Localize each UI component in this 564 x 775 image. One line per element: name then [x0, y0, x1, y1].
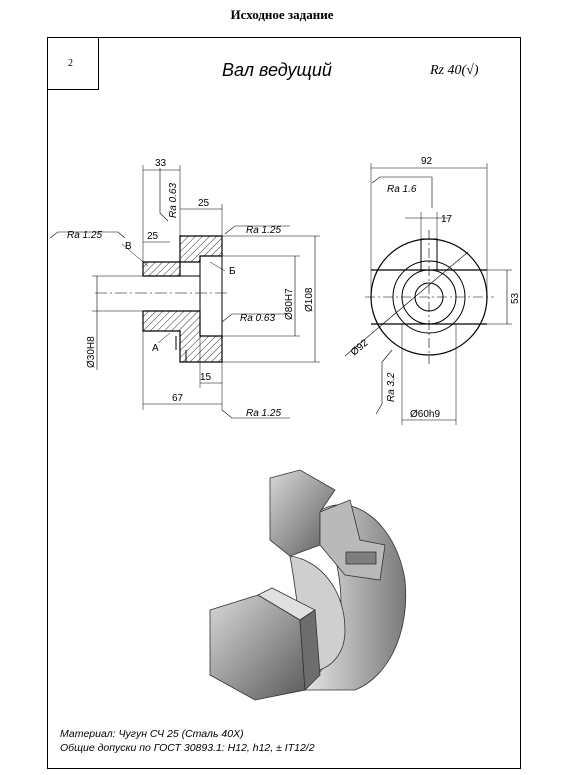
dim-d60: Ø60h9 [410, 409, 440, 420]
dim-d92-diag: Ø92 [349, 337, 371, 358]
dim-25-left: 25 [147, 231, 159, 242]
dim-53: 53 [510, 292, 521, 304]
roughness-ra32: Ra 3.2 [386, 372, 397, 402]
letter-v: В [125, 241, 132, 252]
tolerance-note: Общие допуски по ГОСТ 30893.1: H12, h12,… [60, 742, 315, 754]
page-heading: Исходное задание [230, 7, 334, 22]
dim-outer-d108: Ø108 [304, 287, 315, 312]
dim-15: 15 [200, 372, 212, 383]
roughness-ra125-bottom: Ra 1.25 [246, 408, 281, 419]
material-note: Материал: Чугун СЧ 25 (Сталь 40Х) [60, 728, 244, 740]
drawing-frame [47, 37, 521, 769]
dim-33: 33 [155, 158, 167, 169]
letter-be: Б [229, 266, 236, 277]
dim-17: 17 [441, 214, 453, 225]
letter-a: А [152, 343, 159, 354]
roughness-ra063-vertical: Ra 0.63 [168, 183, 179, 218]
sheet-number: 2 [68, 58, 73, 69]
part-title: Вал ведущий [222, 60, 332, 80]
general-roughness: Rz 40(√) [430, 63, 479, 78]
roughness-ra16: Ra 1.6 [387, 184, 417, 195]
notes: Материал: Чугун СЧ 25 (Сталь 40Х) Общие … [60, 727, 315, 755]
dim-92-top: 92 [421, 156, 433, 167]
dim-25-top: 25 [198, 198, 210, 209]
dim-67: 67 [172, 393, 184, 404]
dim-bore-d80: Ø80H7 [284, 288, 295, 320]
isometric-3d-view [209, 469, 407, 701]
sheet-number-box: 2 [47, 37, 99, 90]
roughness-ra125-top: Ra 1.25 [246, 225, 281, 236]
roughness-ra063-inner: Ra 0.63 [240, 313, 275, 324]
roughness-ra125-left: Ra 1.25 [67, 230, 102, 241]
section-view [49, 165, 320, 419]
end-view [344, 163, 512, 425]
dim-bore-d30: Ø30H8 [86, 336, 97, 368]
